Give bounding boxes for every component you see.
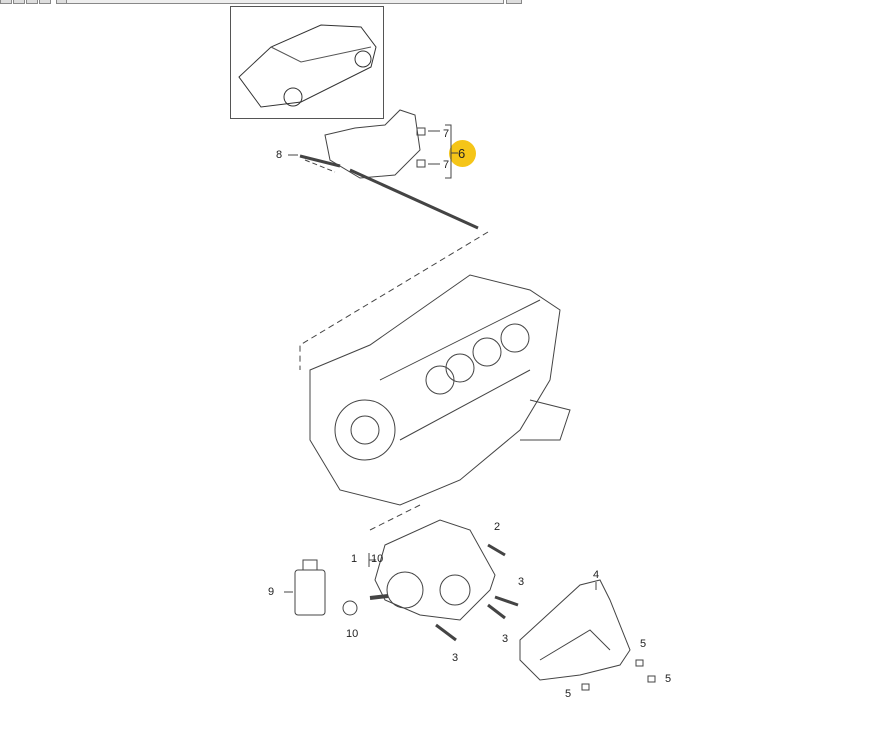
part-label-10[interactable]: 10 [371, 553, 384, 565]
toolbar-button[interactable] [0, 0, 12, 4]
part-label-3[interactable]: 3 [452, 652, 459, 664]
part-label-5[interactable]: 5 [565, 688, 572, 700]
toolbar [0, 0, 893, 4]
transfer-case [342, 519, 519, 642]
vehicle-thumbnail [230, 6, 384, 119]
part-label-3[interactable]: 3 [518, 576, 525, 588]
part-label-7[interactable]: 7 [443, 128, 450, 140]
heat-shield [519, 579, 656, 691]
part-label-6[interactable]: 6 [458, 146, 466, 161]
toolbar-button[interactable] [13, 0, 25, 4]
part-label-5[interactable]: 5 [640, 638, 647, 650]
part-label-3[interactable]: 3 [502, 633, 509, 645]
part-label-4[interactable]: 4 [593, 569, 600, 581]
part-label-8[interactable]: 8 [276, 149, 283, 161]
oil-bottle [284, 559, 326, 616]
part-label-7[interactable]: 7 [443, 159, 450, 171]
part-label-5[interactable]: 5 [665, 673, 672, 685]
part-label-10[interactable]: 10 [346, 628, 359, 640]
part-label-1[interactable]: 1 [351, 553, 358, 565]
toolbar-button[interactable] [26, 0, 38, 4]
car-icon [238, 24, 377, 108]
part-label-2[interactable]: 2 [494, 521, 501, 533]
toolbar-button[interactable] [39, 0, 51, 4]
front-axle-drive-unit [288, 109, 479, 230]
toolbar-field[interactable] [66, 0, 504, 4]
part-label-9[interactable]: 9 [268, 586, 275, 598]
engine-block [309, 274, 571, 506]
toolbar-button[interactable] [506, 0, 522, 4]
